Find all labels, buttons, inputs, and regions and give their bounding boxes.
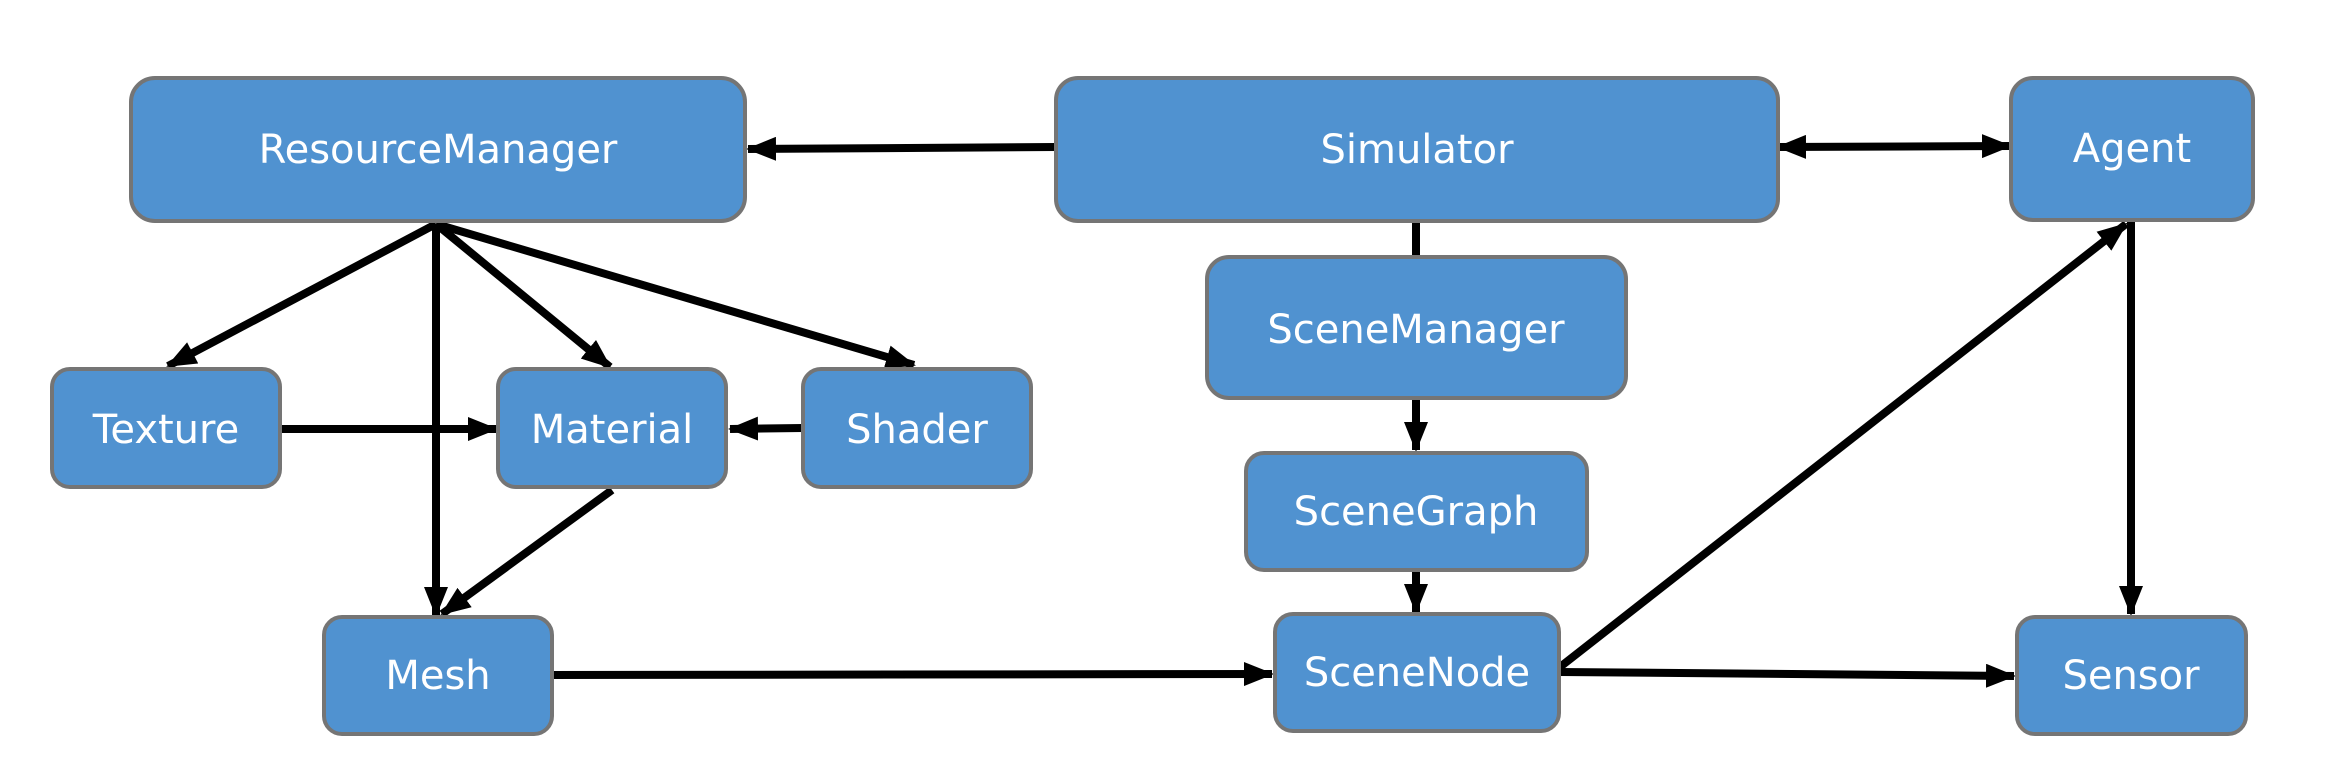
edge-simulator-agent-bidirectional: [1776, 134, 2012, 159]
node-resource-manager: ResourceManager: [129, 76, 747, 223]
node-shader: Shader: [801, 367, 1033, 489]
node-simulator: Simulator: [1054, 76, 1780, 223]
node-label: Texture: [92, 407, 239, 453]
edge-resourcemanager-to-material: [433, 220, 613, 371]
node-label: SceneNode: [1304, 650, 1530, 696]
node-sensor: Sensor: [2015, 615, 2248, 736]
edge-scenenode-to-agent: [1557, 220, 2129, 671]
edge-scenenode-to-sensor: [1559, 663, 2016, 688]
edge-material-to-mesh: [439, 486, 615, 618]
node-material: Material: [496, 367, 728, 489]
node-label: Agent: [2073, 126, 2191, 172]
edge-resourcemanager-to-texture: [166, 220, 438, 370]
node-label: Shader: [846, 407, 988, 453]
edge-simulator-to-resourcemanager: [746, 136, 1057, 161]
node-label: SceneGraph: [1294, 489, 1539, 535]
edge-resourcemanager-to-shader: [434, 220, 916, 369]
edges: [166, 134, 2143, 688]
node-mesh: Mesh: [322, 615, 554, 736]
node-label: SceneManager: [1267, 307, 1565, 353]
node-label: Simulator: [1320, 127, 1514, 173]
node-texture: Texture: [50, 367, 282, 489]
node-scene-graph: SceneGraph: [1244, 451, 1589, 572]
edge-mesh-to-scenenode: [552, 662, 1274, 687]
node-agent: Agent: [2009, 76, 2255, 222]
node-label: Material: [531, 407, 694, 453]
node-label: Mesh: [385, 653, 490, 699]
node-scene-node: SceneNode: [1273, 612, 1561, 733]
node-label: Sensor: [2062, 653, 2200, 699]
edge-shader-to-material: [728, 416, 804, 441]
node-scene-manager: SceneManager: [1205, 255, 1628, 400]
node-label: ResourceManager: [259, 127, 618, 173]
